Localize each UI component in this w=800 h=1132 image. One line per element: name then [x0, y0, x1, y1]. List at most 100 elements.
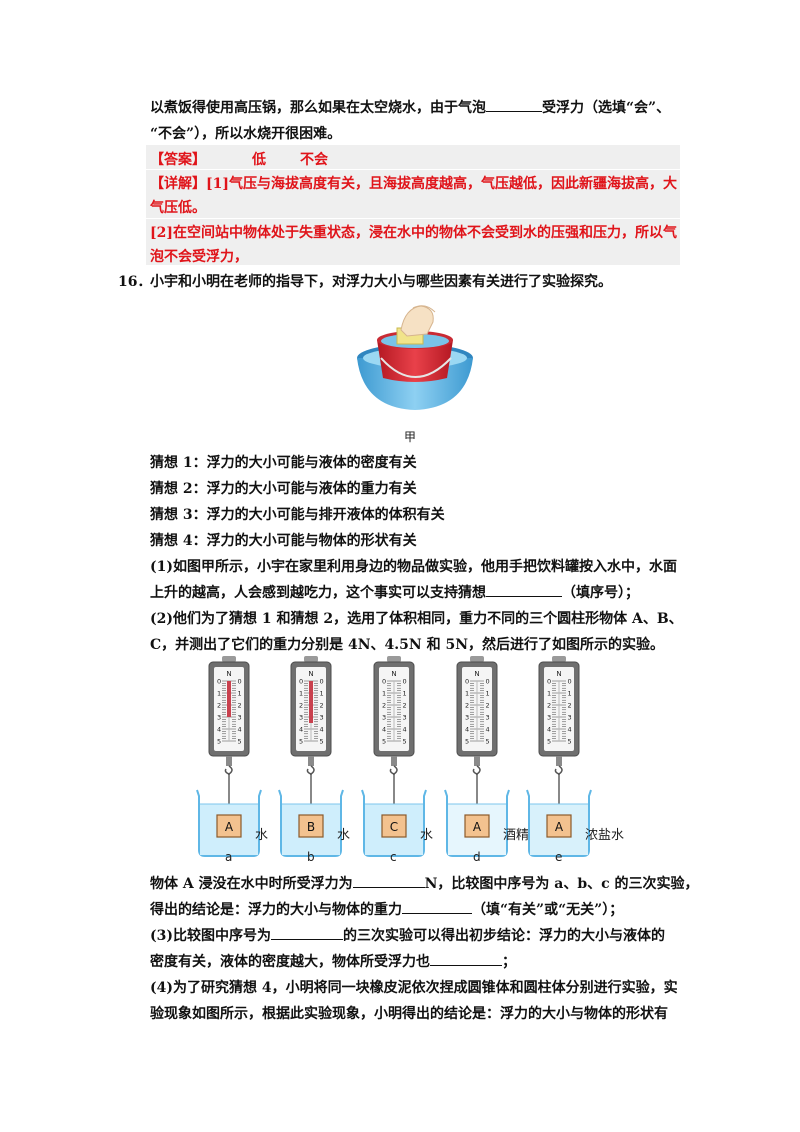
tick-label: 3 [568, 714, 572, 722]
object-label: B [307, 820, 315, 834]
scale-unit-label: N [474, 670, 479, 678]
tick-label: 1 [299, 690, 303, 698]
basin-figure [357, 305, 473, 410]
setup-caption: a [225, 850, 233, 864]
tick-label: 3 [299, 714, 303, 722]
guess-2: 猜想 2：浮力的大小可能与液体的重力有关 [150, 481, 417, 497]
object-label: A [473, 820, 482, 834]
blank [352, 873, 425, 888]
part4-line-1: (4)为了研究猜想 4，小明将同一块橡皮泥依次捏成圆锥体和圆柱体分别进行实验，实 [150, 980, 678, 996]
tick-label: 5 [547, 738, 551, 746]
tick-label: 1 [403, 690, 407, 698]
object-block [216, 814, 242, 838]
tick-label: 1 [320, 690, 324, 698]
part2-line-2: C，并测出了它们的重力分别是 4N、4.5N 和 5N，然后进行了如图所示的实验… [150, 637, 664, 653]
blank [486, 582, 562, 597]
scale-unit-label: N [391, 670, 396, 678]
guess-1: 猜想 1：浮力的大小可能与液体的密度有关 [150, 455, 417, 471]
figure-caption-jia: 甲 [404, 430, 417, 444]
tick-label: 0 [320, 678, 324, 686]
liquid-label: 水 [420, 828, 434, 843]
object-block [546, 814, 572, 838]
tick-label: 4 [217, 726, 221, 734]
tick-label: 4 [486, 726, 490, 734]
tick-label: 2 [238, 702, 242, 710]
tick-label: 5 [320, 738, 324, 746]
tick-label: 5 [465, 738, 469, 746]
tick-label: 2 [403, 702, 407, 710]
tick-label: 0 [547, 678, 551, 686]
detail-line-1: 【详解】[1]气压与海拔高度有关，且海拔高度越高，气压越低，因此新疆海拔高，大 [150, 176, 677, 192]
object-label: C [390, 820, 398, 834]
tick-label: 5 [382, 738, 386, 746]
object-block [298, 814, 324, 838]
blank [486, 97, 542, 112]
question-number: 16． [118, 274, 152, 290]
tick-label: 2 [217, 702, 221, 710]
object-block [381, 814, 407, 838]
guess-3: 猜想 3：浮力的大小可能与排开液体的体积有关 [150, 507, 445, 523]
guess-4: 猜想 4：浮力的大小可能与物体的形状有关 [150, 533, 417, 549]
tick-label: 0 [486, 678, 490, 686]
tick-label: 3 [382, 714, 386, 722]
text-line-2: “不会”），所以水烧开很困难。 [150, 126, 342, 142]
tick-label: 1 [568, 690, 572, 698]
text-line-1: 以煮饭得使用高压锅，那么如果在太空烧水，由于气泡受浮力（选填“会”、 [150, 97, 670, 117]
detail-box-2 [146, 219, 680, 265]
tick-label: 3 [403, 714, 407, 722]
tick-label: 1 [547, 690, 551, 698]
tick-label: 1 [238, 690, 242, 698]
tick-label: 0 [238, 678, 242, 686]
part4-line-2: 验现象如图所示，根据此实验现象，小明得出的结论是：浮力的大小与物体的形状有 [150, 1006, 668, 1022]
answer-line: 【答案】低不会 [150, 152, 328, 168]
tick-label: 0 [568, 678, 572, 686]
tick-label: 5 [486, 738, 490, 746]
tick-label: 4 [238, 726, 242, 734]
setup-caption: d [473, 850, 481, 864]
setup-caption: b [307, 850, 315, 864]
detail-line-4: 泡不会受浮力， [150, 249, 248, 265]
tick-label: 5 [238, 738, 242, 746]
tick-label: 5 [299, 738, 303, 746]
part1-line-1: (1)如图甲所示，小宇在家里利用身边的物品做实验，他用手把饮料罐按入水中，水面 [150, 559, 677, 575]
question-weight-relation: 得出的结论是：浮力的大小与物体的重力（填“有关”或“无关”）； [150, 899, 623, 919]
tick-label: 2 [486, 702, 490, 710]
question-stem: 小宇和小明在老师的指导下，对浮力大小与哪些因素有关进行了实验探究。 [150, 274, 612, 290]
liquid-label: 酒精 [503, 828, 530, 843]
scale-unit-label: N [556, 670, 561, 678]
part3-line-1: (3)比较图中序号为的三次实验可以得出初步结论：浮力的大小与液体的 [150, 925, 665, 945]
tick-label: 5 [403, 738, 407, 746]
object-label: A [555, 820, 564, 834]
blank [271, 925, 343, 940]
liquid-label: 水 [255, 828, 269, 843]
tick-label: 4 [299, 726, 303, 734]
tick-label: 3 [486, 714, 490, 722]
tick-label: 4 [465, 726, 469, 734]
tick-label: 2 [382, 702, 386, 710]
detail-line-2: 气压低。 [150, 200, 206, 216]
object-block [464, 814, 490, 838]
tick-label: 0 [465, 678, 469, 686]
tick-label: 2 [465, 702, 469, 710]
tick-label: 5 [217, 738, 221, 746]
object-label: A [225, 820, 234, 834]
detail-box-1 [146, 170, 680, 218]
tick-label: 3 [320, 714, 324, 722]
tick-label: 2 [547, 702, 551, 710]
tick-label: 2 [568, 702, 572, 710]
detail-line-3: [2]在空间站中物体处于失重状态，浸在水中的物体不会受到水的压强和压力，所以气 [150, 225, 677, 241]
tick-label: 4 [568, 726, 572, 734]
tick-label: 1 [486, 690, 490, 698]
answer-box [146, 145, 680, 169]
tick-label: 0 [382, 678, 386, 686]
scale-unit-label: N [308, 670, 313, 678]
tick-label: 3 [465, 714, 469, 722]
setup-caption: e [555, 850, 563, 864]
tick-label: 0 [299, 678, 303, 686]
tick-label: 3 [217, 714, 221, 722]
tick-label: 3 [238, 714, 242, 722]
